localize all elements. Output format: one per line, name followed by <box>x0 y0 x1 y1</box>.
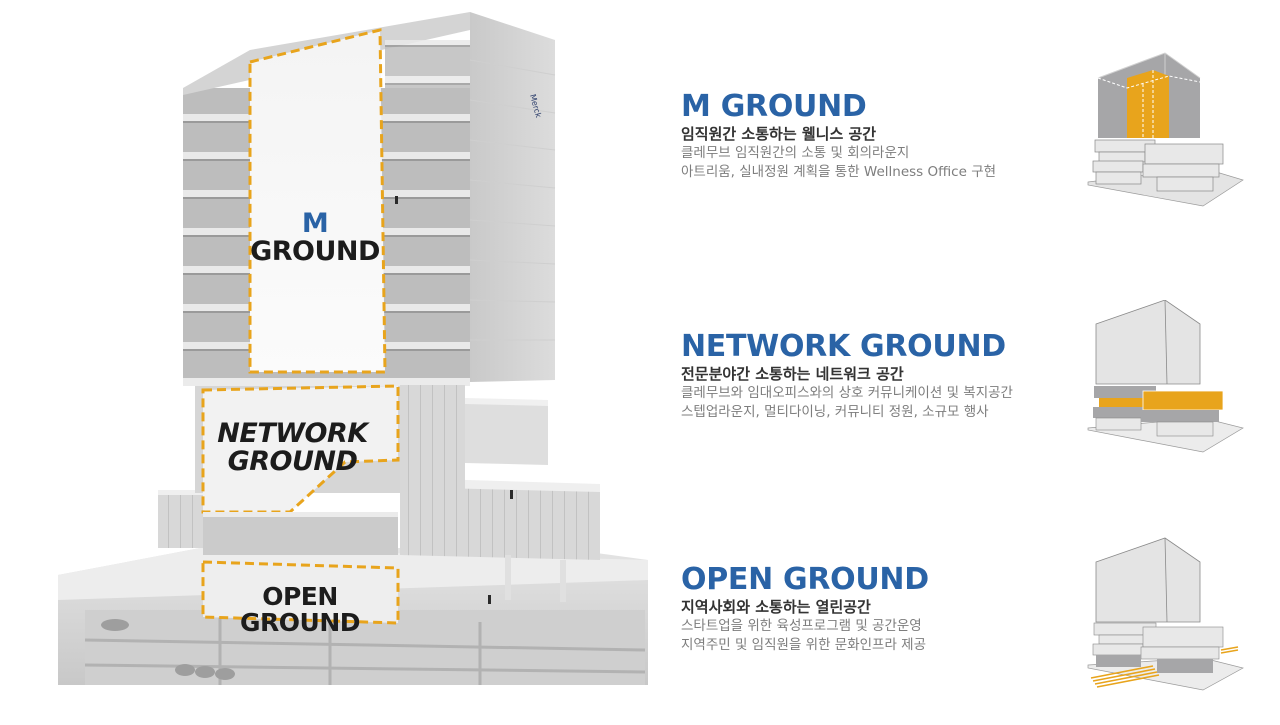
section-title: M GROUND <box>681 89 867 124</box>
m-ground-outline <box>248 28 387 374</box>
open-ground-label: OPEN GROUND <box>200 582 400 638</box>
section-desc-line: 클레무브 임직원간의 소통 및 회의라운지 <box>681 145 910 161</box>
podium-floors-highlight-icon <box>1083 299 1263 460</box>
section-desc-line: 클레무브와 임대오피스와의 상호 커뮤니케이션 및 복지공간 <box>681 385 1013 401</box>
section-m-ground: M GROUND 임직원간 소통하는 웰니스 공간 클레무브 임직원간의 소통 … <box>681 90 1081 182</box>
ground-plaza-highlight-icon <box>1083 530 1263 700</box>
section-subtitle: 임직원간 소통하는 웰니스 공간 <box>681 125 877 143</box>
open-ground-label-line1: OPEN GROUND <box>240 582 361 638</box>
section-subtitle: 지역사회와 소통하는 열린공간 <box>681 598 871 616</box>
section-desc-line: 아트리움, 실내정원 계획을 통한 Wellness Office 구현 <box>681 164 997 180</box>
network-ground-label-line1: NETWORK <box>217 418 368 449</box>
m-ground-label-line2: GROUND <box>250 236 380 268</box>
m-ground-label-line1: M <box>301 208 329 239</box>
m-ground-label: M GROUND <box>250 208 380 268</box>
network-ground-label-line2: GROUND <box>227 446 358 478</box>
network-ground-label: NETWORK GROUND <box>205 418 380 478</box>
tower-atrium-highlight-icon <box>1083 40 1263 240</box>
open-ground-outline <box>201 560 400 625</box>
section-open-ground: OPEN GROUND 지역사회와 소통하는 열린공간 스타트업을 위한 육성프… <box>681 563 1081 655</box>
section-desc-line: 지역주민 및 임직원을 위한 문화인프라 제공 <box>681 637 927 653</box>
section-desc-line: 스타트업을 위한 육성프로그램 및 공간운영 <box>681 618 922 634</box>
section-title: OPEN GROUND <box>681 562 929 597</box>
section-subtitle: 전문분야간 소통하는 네트워크 공간 <box>681 365 904 383</box>
section-desc-line: 스텝업라운지, 멀티다이닝, 커뮤니티 정원, 소규모 행사 <box>681 404 989 420</box>
building-render: Merck <box>58 12 648 685</box>
building-cutaway-illustration: Merck M GROUND NETWORK GROUN <box>58 12 648 685</box>
section-network-ground: NETWORK GROUND 전문분야간 소통하는 네트워크 공간 클레무브와 … <box>681 330 1081 422</box>
section-title: NETWORK GROUND <box>681 329 1006 364</box>
